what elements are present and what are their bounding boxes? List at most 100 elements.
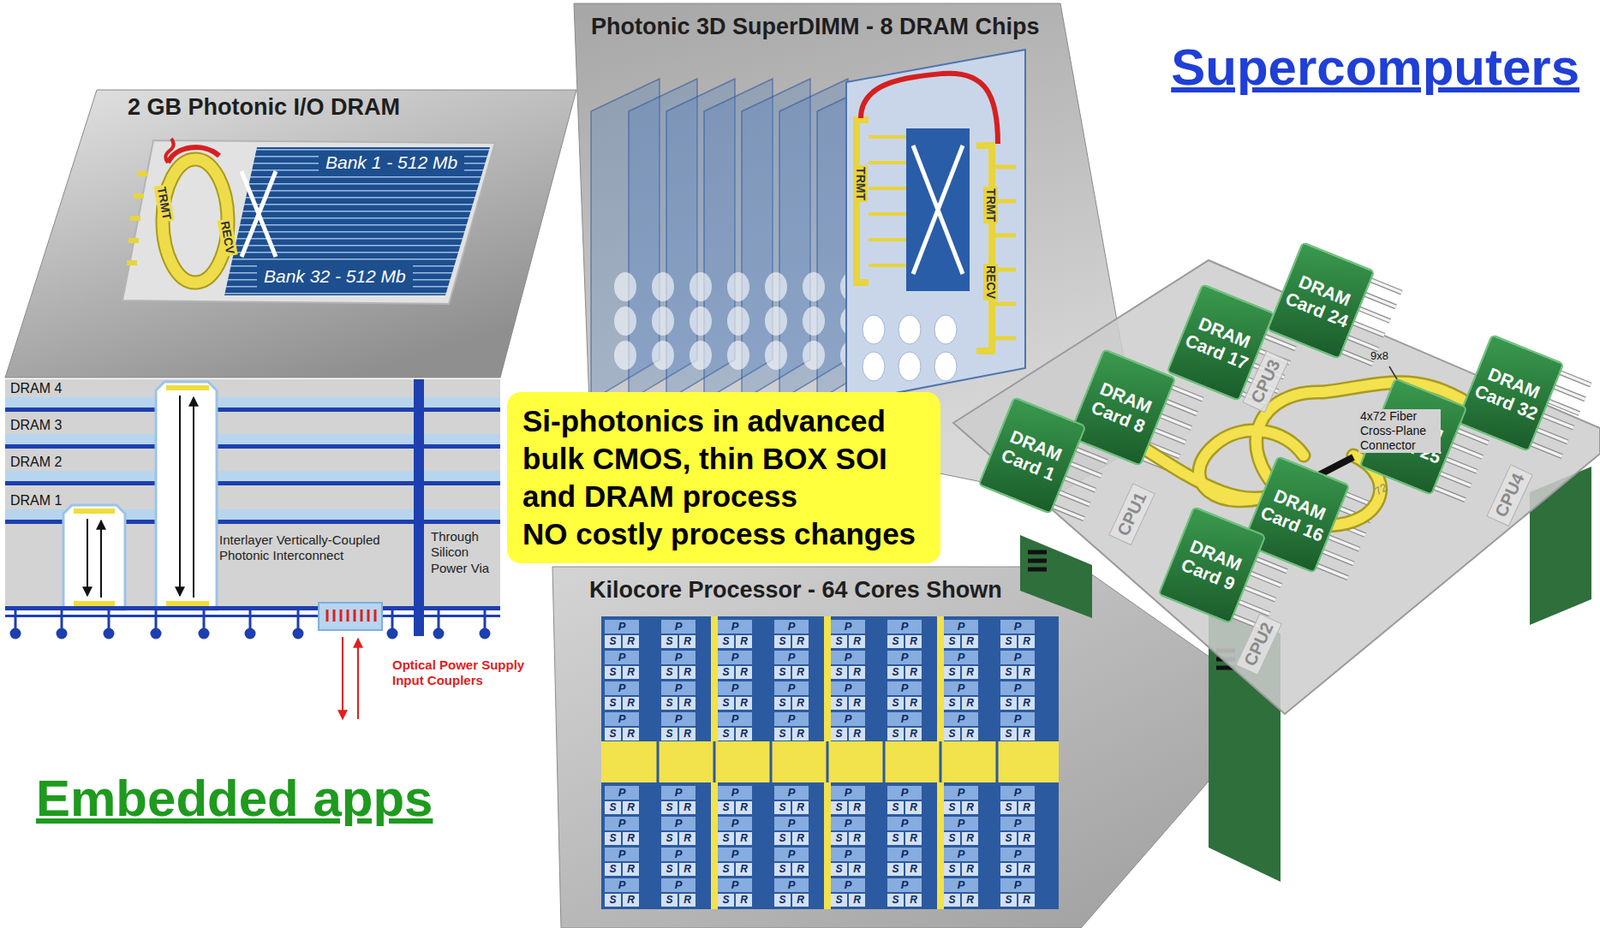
core-label: P — [717, 650, 753, 665]
label-holder: P — [661, 817, 696, 831]
core-label: R — [961, 832, 979, 846]
core-label: S — [661, 728, 678, 741]
dram-cross-section — [56, 628, 68, 640]
dram-cross-section — [166, 601, 209, 607]
link-heading: Supercomputers — [1170, 35, 1580, 99]
core-label: S — [830, 894, 848, 908]
label-holder: P — [774, 620, 809, 634]
core-label: P — [774, 878, 809, 893]
core-label: P — [604, 878, 639, 893]
core-label: S — [661, 832, 678, 846]
core-label: S — [604, 801, 621, 815]
label-holder: S — [661, 697, 678, 711]
core-label: P — [717, 786, 753, 800]
core-label: P — [661, 878, 696, 893]
core-label: P — [774, 847, 809, 862]
label-holder: S — [830, 635, 848, 649]
label-holder: S — [717, 697, 735, 711]
label-holder: P — [604, 817, 639, 831]
core-label: R — [848, 832, 866, 846]
core-label: S — [717, 894, 735, 908]
core-label: S — [717, 801, 735, 815]
port-label: TRMT — [852, 166, 867, 203]
chip-panel-text: 2 GB Photonic I/O DRAM — [127, 94, 400, 121]
stacked-dram-chips — [934, 352, 957, 382]
dram-chip-drawing — [122, 140, 496, 305]
core-label: P — [661, 847, 696, 862]
memory-bank-text: Bank 1 - 512 Mb — [325, 151, 458, 174]
bundle-label: 9x8 — [1370, 349, 1389, 364]
label-holder: P — [830, 650, 866, 665]
label-holder: P — [1000, 786, 1035, 800]
label-holder: S — [604, 635, 621, 649]
dram-cross-section — [433, 628, 445, 640]
label-holder: R — [961, 697, 979, 711]
core-label: S — [887, 832, 904, 846]
core-label: P — [604, 681, 639, 696]
label-holder: R — [848, 666, 866, 680]
label-holder: R — [622, 697, 639, 711]
label-holder: P — [717, 786, 753, 800]
label-holder: P — [774, 712, 809, 727]
core-label: P — [661, 712, 696, 727]
core-label: P — [1000, 620, 1035, 634]
label-holder: R — [905, 863, 922, 877]
dram-cross-section — [5, 614, 501, 618]
label-holder: S — [943, 666, 961, 680]
stacked-dram-chips — [898, 352, 921, 382]
dram-chip-drawing — [167, 147, 220, 163]
dram-cross-section — [63, 505, 126, 610]
core-label: P — [717, 878, 753, 893]
core-label: R — [735, 894, 753, 908]
label-holder: TRMT — [852, 166, 867, 203]
label-holder: S — [1000, 801, 1017, 815]
core-label: P — [887, 786, 922, 800]
label-holder: S — [1000, 894, 1017, 908]
dram-cross-section — [5, 379, 501, 611]
core-label: R — [622, 801, 639, 815]
core-label: P — [887, 817, 922, 831]
label-holder: R — [622, 801, 639, 815]
core-label: S — [887, 863, 904, 877]
label-holder: S — [717, 894, 735, 908]
label-holder: R — [792, 728, 809, 741]
core-label: S — [830, 697, 848, 711]
dram-card-text: DRAM Card 8 — [1082, 376, 1162, 440]
core-label: P — [943, 650, 979, 665]
chip-panel: 2 GB Photonic I/O DRAMBank 1 - 512 MbBan… — [0, 85, 583, 382]
core-label: S — [774, 894, 791, 908]
port-label: RECV — [982, 264, 998, 302]
core-label: R — [735, 666, 753, 680]
core-label: P — [830, 878, 866, 893]
label-holder: R — [961, 832, 979, 846]
label-holder: S — [717, 635, 735, 649]
label-holder: S — [604, 894, 621, 908]
label-holder: R — [961, 801, 979, 815]
core-label: R — [792, 801, 809, 815]
core-label: P — [887, 650, 922, 665]
label-holder: S — [661, 801, 678, 815]
stacked-dram-chips — [614, 272, 863, 371]
core-label: P — [774, 817, 809, 831]
label-holder: S — [943, 894, 961, 908]
label-holder: S — [661, 666, 678, 680]
core-label: R — [622, 728, 639, 741]
core-label: S — [774, 635, 791, 649]
core-label: S — [661, 894, 678, 908]
label-holder: P — [830, 712, 866, 727]
stacked-dram-chips — [898, 315, 921, 345]
label-holder: Interlayer Vertically-Coupled Photonic I… — [219, 532, 410, 565]
label-holder: S — [830, 697, 848, 711]
layer-label: DRAM 3 — [10, 417, 62, 435]
label-holder: P — [661, 620, 696, 634]
core-label: P — [1000, 786, 1035, 800]
label-holder: P — [887, 650, 922, 665]
dram-cross-section — [155, 382, 217, 610]
memory-bank: Bank 1 - 512 Mb — [318, 150, 465, 174]
dram-card-text: DRAM Card 24 — [1281, 268, 1361, 333]
core-label: P — [1000, 847, 1035, 862]
core-label: R — [792, 863, 809, 877]
label-holder: R — [1018, 697, 1035, 711]
core-label: S — [661, 666, 678, 680]
core-label: S — [830, 863, 848, 877]
